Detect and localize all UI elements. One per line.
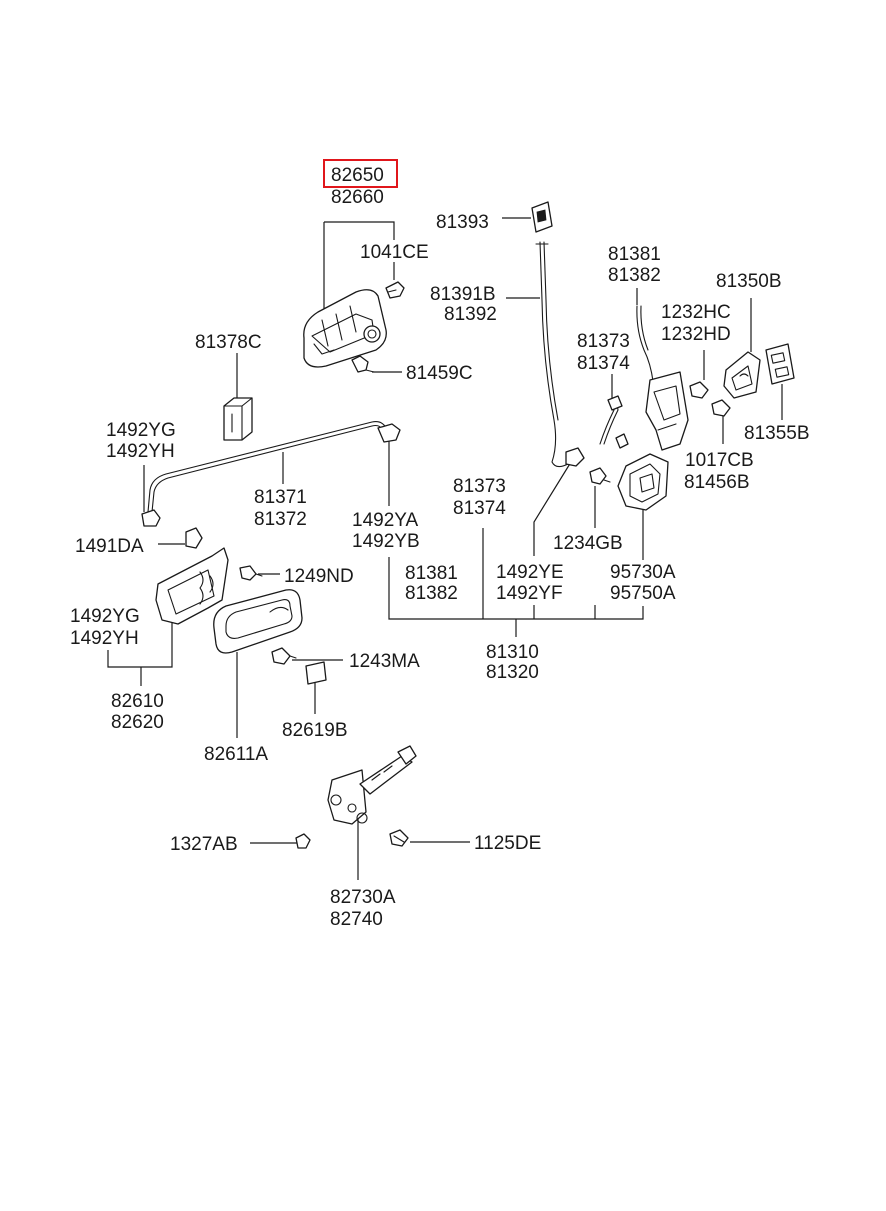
label-95730a: 95730A xyxy=(610,562,676,583)
screw-1017cb-part xyxy=(711,399,731,417)
pin-1041ce-part xyxy=(385,281,405,299)
label-1017cb: 1017CB xyxy=(685,450,754,471)
label-81381-top: 81381 xyxy=(608,244,661,265)
label-1492yb: 1492YB xyxy=(352,531,420,552)
label-81355b: 81355B xyxy=(744,423,810,444)
pad-82619b-part xyxy=(305,661,327,685)
label-81381-low: 81381 xyxy=(405,563,458,584)
screw-1234gb-part xyxy=(589,467,611,485)
label-81310: 81310 xyxy=(486,642,539,663)
clip-1491da-part xyxy=(185,527,203,549)
label-81374-low: 81374 xyxy=(453,498,506,519)
door-latch-part xyxy=(617,371,689,511)
label-1491da: 1491DA xyxy=(75,536,144,557)
label-95750a: 95750A xyxy=(610,583,676,604)
label-1492ya: 1492YA xyxy=(352,510,419,531)
label-1327ab: 1327AB xyxy=(170,834,238,855)
inside-handle-part xyxy=(213,589,303,654)
label-82610: 82610 xyxy=(111,691,164,712)
label-81350b: 81350B xyxy=(716,271,782,292)
striker-81350b-part xyxy=(723,351,761,399)
door-checker-part xyxy=(327,745,417,825)
lock-cable-81381-part xyxy=(636,305,655,391)
label-82611a: 82611A xyxy=(204,744,268,765)
screw-81459c-part xyxy=(351,355,375,373)
label-81382-low: 81382 xyxy=(405,583,458,604)
clip-1492ya-part xyxy=(377,423,401,443)
label-1492yh-bottom: 1492YH xyxy=(70,628,139,649)
label-1249nd: 1249ND xyxy=(284,566,354,587)
parts xyxy=(141,201,795,849)
label-1232hc: 1232HC xyxy=(661,302,731,323)
label-1492yg-top: 1492YG xyxy=(106,420,176,441)
leader-lines xyxy=(107,217,783,880)
label-81320: 81320 xyxy=(486,662,539,683)
label-82730a: 82730A xyxy=(330,887,396,908)
label-82620: 82620 xyxy=(111,712,164,733)
label-82650: 82650 xyxy=(331,165,384,186)
knob-81393-part xyxy=(531,201,553,233)
block-81378c-part xyxy=(223,397,253,441)
label-1492ye: 1492YE xyxy=(496,562,564,583)
inside-handle-frame-part xyxy=(155,547,229,625)
label-81393: 81393 xyxy=(436,212,489,233)
label-82619b: 82619B xyxy=(282,720,348,741)
plate-81355b-part xyxy=(765,343,795,385)
label-82740: 82740 xyxy=(330,909,383,930)
label-1232hd: 1232HD xyxy=(661,324,731,345)
nut-1327ab-part xyxy=(295,833,311,849)
label-1041ce: 1041CE xyxy=(360,242,429,263)
rod-81373-part xyxy=(599,395,629,449)
label-1243ma: 1243MA xyxy=(349,651,420,672)
outside-handle-part xyxy=(303,289,387,368)
label-81391b: 81391B xyxy=(430,284,496,305)
label-81456b: 81456B xyxy=(684,472,750,493)
label-1492yf: 1492YF xyxy=(496,583,563,604)
rod-81391b-part xyxy=(535,241,569,468)
label-81371: 81371 xyxy=(254,487,307,508)
label-82660: 82660 xyxy=(331,187,384,208)
label-1492yg-bottom: 1492YG xyxy=(70,606,140,627)
label-81372: 81372 xyxy=(254,509,307,530)
label-81392: 81392 xyxy=(444,304,497,325)
label-81373-low: 81373 xyxy=(453,476,506,497)
label-1492yh-top: 1492YH xyxy=(106,441,175,462)
label-81373-mid: 81373 xyxy=(577,331,630,352)
clip-1492yg-part xyxy=(141,509,161,527)
label-81459c: 81459C xyxy=(406,363,473,384)
bolt-1125de-part xyxy=(389,829,409,847)
label-81382-top: 81382 xyxy=(608,265,661,286)
label-81374-mid: 81374 xyxy=(577,353,630,374)
highlight-box xyxy=(323,159,398,188)
part-labels: 82650 82660 1041CE 81459C 81378C 1492YG … xyxy=(70,159,810,930)
screw-1232hc-part xyxy=(689,381,709,399)
label-81378c: 81378C xyxy=(195,332,262,353)
screw-1243ma-part xyxy=(271,647,297,665)
label-1125de: 1125DE xyxy=(474,833,541,854)
label-1234gb: 1234GB xyxy=(553,533,623,554)
rod-clip-part xyxy=(565,447,585,467)
screw-1249nd-part xyxy=(239,565,263,581)
